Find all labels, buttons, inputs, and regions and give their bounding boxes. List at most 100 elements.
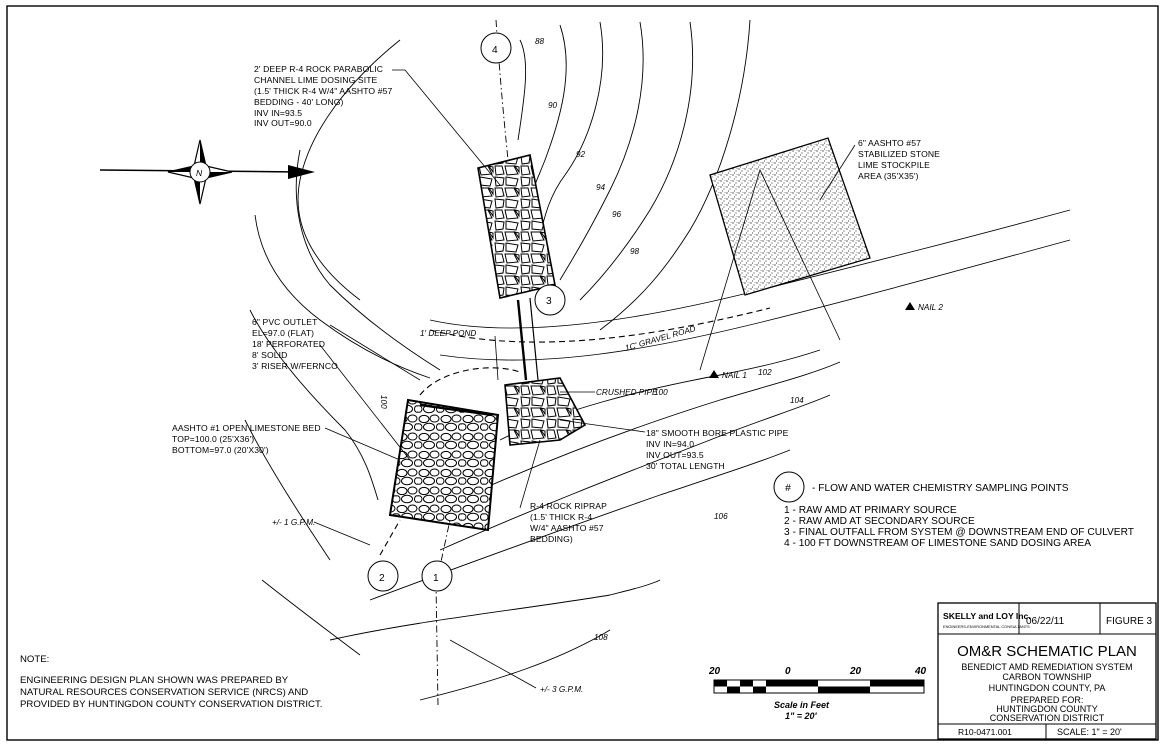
note-line: NATURAL RESOURCES CONSERVATION SERVICE (…	[20, 687, 308, 698]
contour-106: 106	[714, 512, 728, 521]
north-arrow-icon: N	[99, 139, 315, 205]
client-line-2: CONSERVATION DISTRICT	[990, 713, 1105, 723]
scale-bar: 20 0 20 40 Scale in Feet 1" = 20'	[708, 666, 927, 721]
callout-gpm-1: +/- 1 G.P.M.	[272, 518, 315, 527]
svg-text:BEDDING): BEDDING)	[530, 534, 573, 544]
callout-limestone-bed: AASHTO #1 OPEN LIMESTONE BED TOP=100.0 (…	[172, 423, 321, 455]
svg-text:CHANNEL LIME DOSING SITE: CHANNEL LIME DOSING SITE	[254, 75, 378, 85]
svg-text:2: 2	[379, 573, 385, 584]
svg-text:(1.5' THICK R-4: (1.5' THICK R-4	[530, 512, 592, 522]
svg-text:NAIL 2: NAIL 2	[918, 303, 943, 312]
contour-92: 92	[576, 150, 586, 159]
scale-caption: Scale in Feet	[774, 700, 830, 710]
svg-text:6" PVC OUTLET: 6" PVC OUTLET	[252, 317, 318, 327]
svg-text:18' PERFORATED: 18' PERFORATED	[252, 339, 325, 349]
township: CARBON TOWNSHIP	[1002, 672, 1091, 682]
svg-text:STABILIZED STONE: STABILIZED STONE	[858, 149, 940, 159]
callout-riprap: R-4 ROCK RIPRAP (1.5' THICK R-4 W/4" AAS…	[530, 501, 607, 544]
limestone-bed	[388, 398, 500, 532]
flow-path-1	[435, 519, 451, 706]
prepared-for: PREPARED FOR:	[1011, 695, 1084, 705]
svg-text:W/4" AASHTO #57: W/4" AASHTO #57	[530, 523, 604, 533]
pond-outline	[419, 367, 521, 396]
company-name: SKELLY and LOY Inc.	[943, 611, 1031, 621]
contour-100-left: 100	[379, 395, 388, 409]
sampling-point-2: 2	[367, 560, 399, 592]
sampling-point-3: 3	[534, 284, 566, 316]
sheet-scale: SCALE: 1" = 20'	[1057, 727, 1122, 737]
legend-title: - FLOW AND WATER CHEMISTRY SAMPLING POIN…	[812, 483, 1069, 494]
channel-pipe	[516, 299, 528, 381]
north-label: N	[196, 168, 203, 178]
riprap-area	[504, 377, 587, 446]
callout-pvc-outlet: 6" PVC OUTLET EL=97.0 (FLAT) 18' PERFORA…	[252, 317, 338, 371]
svg-text:TOP=100.0 (25'X36'): TOP=100.0 (25'X36')	[172, 434, 254, 444]
svg-text:3' RISER W/FERNCO: 3' RISER W/FERNCO	[252, 361, 338, 371]
project-name: BENEDICT AMD REMEDIATION SYSTEM	[961, 662, 1132, 672]
contour-100: 100	[654, 388, 668, 397]
legend-item: 1 - RAW AMD AT PRIMARY SOURCE	[784, 505, 957, 516]
scale-tick: 0	[785, 666, 791, 677]
svg-text:18" SMOOTH BORE PLASTIC PIPE: 18" SMOOTH BORE PLASTIC PIPE	[646, 428, 789, 438]
svg-text:3: 3	[546, 296, 552, 307]
perforated-pipe	[419, 403, 493, 417]
note-block: NOTE: ENGINEERING DESIGN PLAN SHOWN WAS …	[20, 654, 322, 710]
callout-deep-pond: 1' DEEP POND	[420, 329, 476, 338]
title-block: SKELLY and LOY Inc. ENGINEERS-ENVIRONMEN…	[937, 602, 1157, 740]
svg-text:BOTTOM=97.0 (20'X30'): BOTTOM=97.0 (20'X30')	[172, 445, 269, 455]
lime-stockpile-area	[709, 137, 871, 296]
contour-lines	[244, 19, 841, 701]
legend-symbol-icon	[773, 471, 805, 503]
gravel-road-label: 1C' GRAVEL ROAD	[624, 324, 697, 353]
svg-text:AREA (35'X35'): AREA (35'X35')	[858, 171, 919, 181]
svg-text:R-4 ROCK RIPRAP: R-4 ROCK RIPRAP	[530, 501, 607, 511]
svg-text:2' DEEP R-4 ROCK PARABOLIC: 2' DEEP R-4 ROCK PARABOLIC	[254, 64, 383, 74]
contour-102: 102	[758, 368, 772, 377]
svg-text:NAIL 1: NAIL 1	[722, 371, 747, 380]
svg-text:EL=97.0 (FLAT): EL=97.0 (FLAT)	[252, 328, 314, 338]
callout-crushed-pipe: CRUSHED PIPE	[596, 388, 658, 397]
legend-item: 4 - 100 FT DOWNSTREAM OF LIMESTONE SAND …	[784, 538, 1091, 549]
contour-96: 96	[612, 210, 622, 219]
flow-path-2	[379, 519, 401, 556]
figure-number: FIGURE 3	[1106, 616, 1153, 627]
svg-text:#: #	[785, 483, 791, 494]
svg-text:BEDDING - 40' LONG): BEDDING - 40' LONG)	[254, 97, 344, 107]
contour-labels: 88 90 92 94 96 98 100 102 104 106 108 10…	[379, 37, 804, 642]
contour-104: 104	[790, 396, 804, 405]
client-line-1: HUNTINGDON COUNTY	[996, 704, 1098, 714]
scale-tick: 20	[849, 666, 862, 677]
lime-dosing-channel	[477, 154, 556, 299]
note-line: PROVIDED BY HUNTINGDON COUNTY CONSERVATI…	[20, 699, 322, 710]
nail-1-marker: NAIL 1	[709, 370, 747, 380]
contour-94: 94	[596, 183, 606, 192]
legend: # - FLOW AND WATER CHEMISTRY SAMPLING PO…	[773, 471, 1134, 549]
svg-text:30' TOTAL LENGTH: 30' TOTAL LENGTH	[646, 461, 725, 471]
note-line: ENGINEERING DESIGN PLAN SHOWN WAS PREPAR…	[20, 675, 289, 686]
svg-text:INV IN=93.5: INV IN=93.5	[254, 108, 302, 118]
scale-tick: 40	[914, 666, 927, 677]
project-number: R10-0471.001	[958, 727, 1012, 737]
svg-text:4: 4	[492, 45, 498, 56]
svg-text:AASHTO #1 OPEN LIMESTONE BED: AASHTO #1 OPEN LIMESTONE BED	[172, 423, 321, 433]
contour-88: 88	[535, 37, 545, 46]
contour-108: 108	[594, 633, 608, 642]
svg-text:INV IN=94.0: INV IN=94.0	[646, 439, 694, 449]
svg-text:6" AASHTO #57: 6" AASHTO #57	[858, 138, 921, 148]
sheet-date: 06/22/11	[1026, 616, 1065, 627]
contour-90: 90	[548, 101, 558, 110]
svg-text:1: 1	[433, 573, 439, 584]
company-subtitle: ENGINEERS-ENVIRONMENTAL CONSULTANTS	[943, 624, 1030, 629]
svg-text:8' SOLID: 8' SOLID	[252, 350, 287, 360]
contour-98: 98	[630, 247, 640, 256]
svg-text:INV OUT=90.0: INV OUT=90.0	[254, 118, 312, 128]
sheet-title: OM&R SCHEMATIC PLAN	[957, 643, 1137, 660]
svg-text:INV OUT=93.5: INV OUT=93.5	[646, 450, 704, 460]
callout-stockpile: 6" AASHTO #57 STABILIZED STONE LIME STOC…	[858, 138, 940, 181]
callout-gpm-3: +/- 3 G.P.M.	[540, 685, 583, 694]
note-heading: NOTE:	[20, 654, 49, 665]
svg-text:LIME STOCKPILE: LIME STOCKPILE	[858, 160, 930, 170]
scale-tick: 20	[708, 666, 721, 677]
